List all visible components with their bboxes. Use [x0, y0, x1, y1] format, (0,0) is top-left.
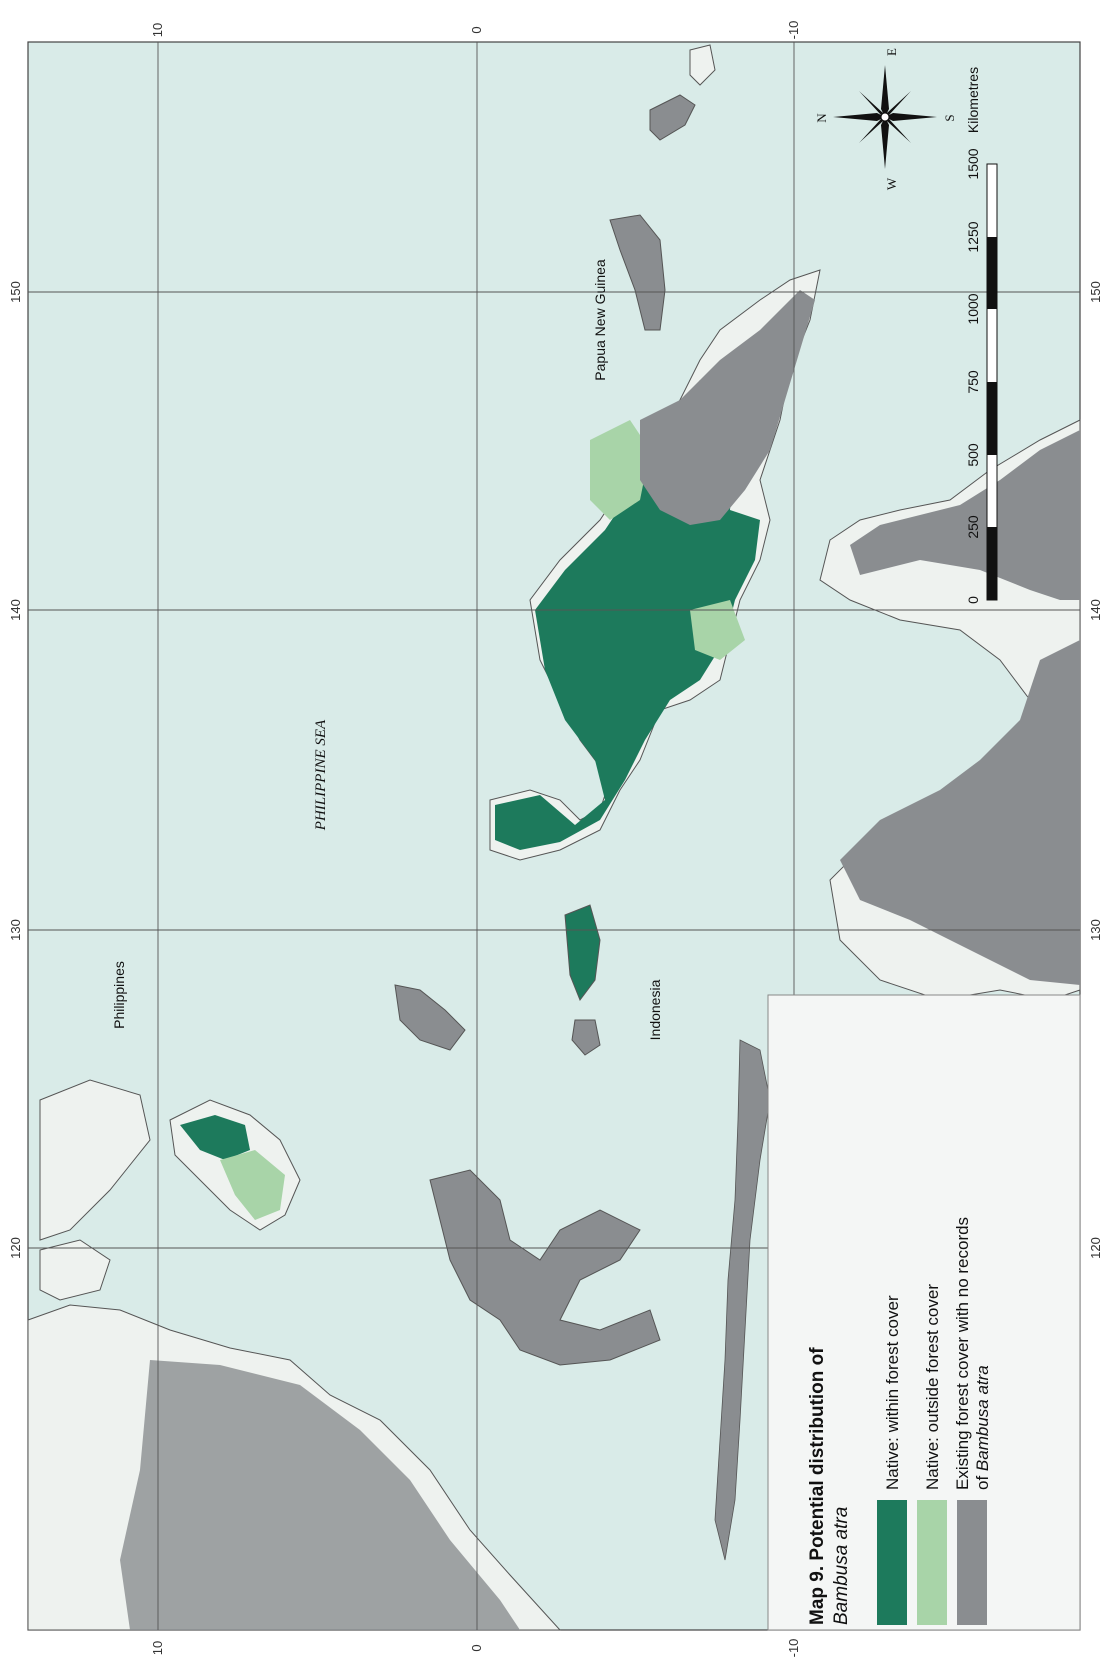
- compass-ray-e: [881, 65, 889, 117]
- scale-label-1000: 1000: [965, 293, 981, 324]
- tick-lat-bottom-0: 0: [469, 1644, 484, 1651]
- legend-label-native-within: Native: within forest cover: [883, 1295, 902, 1490]
- halmahera-land: [394, 984, 466, 1051]
- png-forest: [640, 290, 815, 525]
- tick-lat-bottom-10: 10: [150, 1641, 165, 1655]
- scale-label-1250: 1250: [965, 221, 981, 252]
- compass-ray-w: [881, 117, 889, 169]
- legend-subtitle: Bambusa atra: [831, 1507, 852, 1625]
- tick-lon-right-120: 120: [1088, 1237, 1103, 1259]
- legend-label-existing-forest-2: of Bambusa atra: [973, 1365, 992, 1490]
- scale-unit: Kilometres: [965, 67, 981, 133]
- legend-swatch-native-outside: [917, 1500, 947, 1625]
- scale-seg-5: [987, 237, 997, 309]
- compass-center: [880, 112, 890, 122]
- scale-bar: [986, 163, 998, 601]
- mindanao-native-within: [180, 1115, 250, 1160]
- legend-label-species: Bambusa atra: [973, 1365, 992, 1471]
- scale-label-500: 500: [965, 443, 981, 467]
- sulawesi-land: [429, 1169, 661, 1366]
- compass-rose: [833, 65, 937, 169]
- new-ireland-land: [649, 94, 696, 141]
- borneo-forest: [120, 1360, 520, 1630]
- scale-label-750: 750: [965, 370, 981, 394]
- legend-swatch-existing-forest: [957, 1500, 987, 1625]
- tick-lon-right-150: 150: [1088, 281, 1103, 303]
- legend-title: Map 9. Potential distribution of: [807, 1347, 828, 1625]
- compass-ray-ne: [859, 91, 885, 117]
- tick-lon-left-130: 130: [8, 919, 23, 941]
- compass-n: N: [814, 113, 829, 123]
- compass-e: E: [884, 48, 899, 56]
- new-guinea-native-outside: [590, 420, 650, 520]
- visayas-land: [39, 1079, 151, 1241]
- label-papua-new-guinea: Papua New Guinea: [592, 259, 608, 381]
- compass-ray-n: [833, 113, 885, 121]
- tick-lon-right-130: 130: [1088, 919, 1103, 941]
- scale-label-1500: 1500: [965, 148, 981, 179]
- visayas-land-2: [39, 1239, 111, 1301]
- scale-seg-1: [987, 527, 997, 600]
- tick-lon-left-140: 140: [8, 599, 23, 621]
- legend-label-native-outside: Native: outside forest cover: [923, 1284, 942, 1490]
- scale-label-250: 250: [965, 515, 981, 539]
- tick-lat-top-minus10: -10: [786, 21, 801, 40]
- tick-lat-top-10: 10: [150, 23, 165, 37]
- compass-ray-nw: [859, 117, 885, 143]
- australia-forest: [850, 430, 1080, 600]
- australia-forest-2: [840, 640, 1080, 985]
- label-philippine-sea: PHILIPPINE SEA: [313, 719, 329, 831]
- tick-lat-bottom-minus10: -10: [786, 1639, 801, 1658]
- sunda-islands: [714, 1039, 771, 1561]
- label-philippines: Philippines: [111, 961, 127, 1029]
- label-indonesia: Indonesia: [647, 979, 663, 1040]
- tick-lon-right-140: 140: [1088, 599, 1103, 621]
- tick-lon-left-150: 150: [8, 281, 23, 303]
- legend-label-of: of: [973, 1471, 992, 1490]
- legend: Map 9. Potential distribution of Bambusa…: [767, 994, 1081, 1631]
- seram-land: [564, 904, 601, 1002]
- buru-land: [571, 1019, 601, 1056]
- scale-seg-3: [987, 382, 997, 455]
- tick-lon-left-120: 120: [8, 1237, 23, 1259]
- new-britain-land: [609, 214, 666, 331]
- mindanao-native-outside: [220, 1150, 285, 1220]
- compass-ray-s: [885, 113, 937, 121]
- compass-s: S: [942, 114, 957, 121]
- tick-lat-top-0: 0: [469, 26, 484, 33]
- legend-label-existing-forest: Existing forest cover with no records: [953, 1217, 972, 1490]
- scale-label-0: 0: [965, 596, 981, 604]
- compass-ray-sw: [885, 117, 911, 143]
- compass-w: W: [884, 177, 899, 190]
- legend-swatch-native-within: [877, 1500, 907, 1625]
- new-guinea-native-outside-2: [690, 600, 745, 660]
- compass-ray-se: [885, 91, 911, 117]
- solomon-land: [689, 44, 716, 86]
